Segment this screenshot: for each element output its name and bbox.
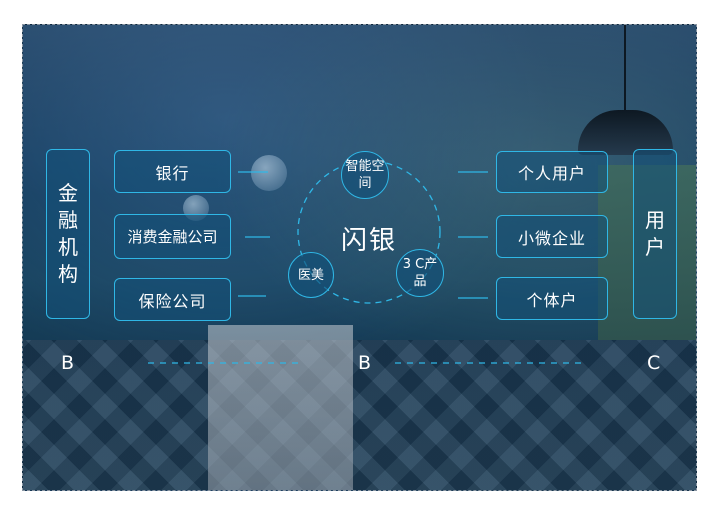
3c-products-node: 3 C产品 <box>396 249 444 297</box>
small-business-label: 小微企业 <box>517 228 586 248</box>
financial-institutions-box: 金融机构 <box>46 149 90 319</box>
label-left-b: B <box>61 352 75 374</box>
medical-beauty-label: 医美 <box>297 267 324 283</box>
lamp-cord <box>624 25 626 113</box>
self-employed-label: 个体户 <box>526 290 578 310</box>
smart-space-node: 智能空间 <box>341 151 389 199</box>
individual-users-label: 个人用户 <box>517 164 586 183</box>
medical-beauty-node: 医美 <box>288 252 334 298</box>
financial-institutions-title: 金融机构 <box>58 181 78 286</box>
individual-users-box: 个人用户 <box>496 151 608 193</box>
users-title: 用户 <box>645 208 665 259</box>
self-employed-box: 个体户 <box>496 277 608 320</box>
reception-counter <box>208 325 353 490</box>
pendant-lamp <box>578 110 673 155</box>
insurance-label: 保险公司 <box>138 291 207 311</box>
center-title: 闪银 <box>341 226 398 256</box>
label-center-b: B <box>358 352 372 374</box>
3c-products-label: 3 C产品 <box>402 257 438 289</box>
bank-box: 银行 <box>114 150 231 193</box>
smart-space-label: 智能空间 <box>345 159 385 191</box>
consumer-finance-box: 消费金融公司 <box>114 214 231 259</box>
small-business-box: 小微企业 <box>496 215 608 258</box>
users-box: 用户 <box>633 149 677 319</box>
label-right-c: C <box>647 352 661 374</box>
bank-label: 银行 <box>155 163 190 183</box>
globe-light-1 <box>251 155 287 191</box>
patterned-floor <box>23 340 696 490</box>
consumer-finance-label: 消费金融公司 <box>127 228 218 246</box>
insurance-box: 保险公司 <box>114 278 231 321</box>
